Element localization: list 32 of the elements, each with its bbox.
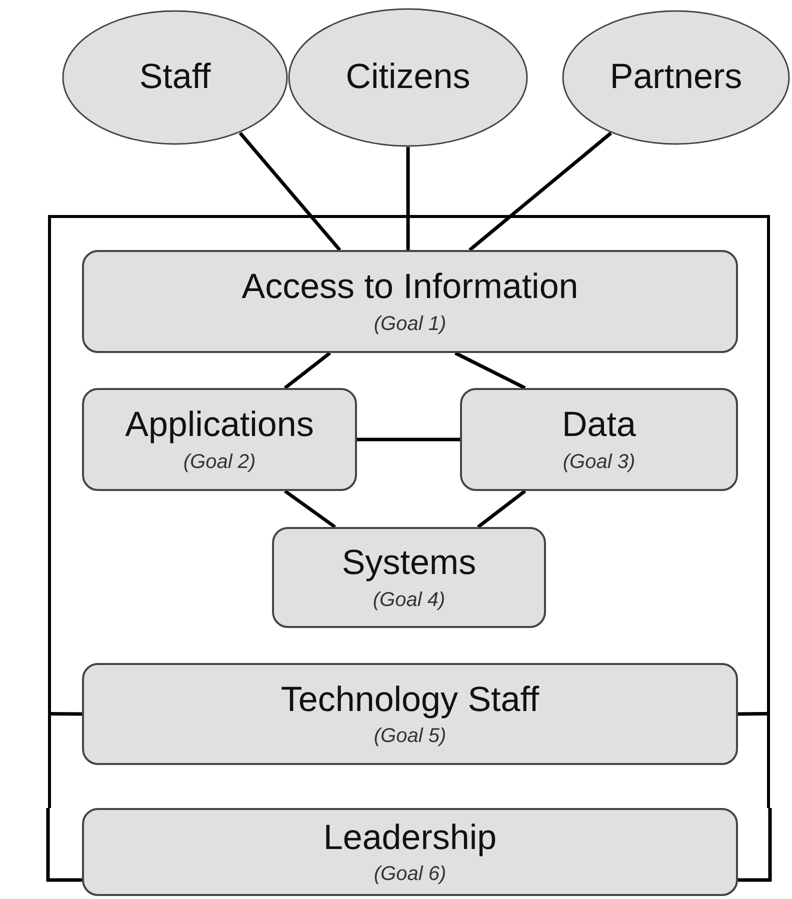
node-title: Access to Information bbox=[242, 268, 578, 307]
connector-line bbox=[46, 808, 82, 882]
goal-label: (Goal 2) bbox=[183, 450, 256, 473]
connector-line bbox=[406, 147, 410, 250]
connector-line bbox=[284, 352, 332, 390]
connector-line bbox=[468, 132, 612, 252]
node-title: Systems bbox=[342, 544, 476, 583]
goal-box bbox=[460, 388, 738, 491]
goal-box bbox=[82, 663, 738, 765]
connector-line bbox=[476, 490, 526, 528]
node-title: Partners bbox=[610, 58, 742, 97]
goal-box bbox=[82, 250, 738, 353]
goal-box bbox=[82, 808, 738, 896]
goal-label: (Goal 3) bbox=[562, 450, 636, 473]
node-title: Technology Staff bbox=[280, 680, 540, 720]
node-title: Data bbox=[562, 406, 636, 445]
connector-line bbox=[357, 438, 460, 442]
connector-line bbox=[238, 132, 342, 252]
connector-line bbox=[738, 808, 772, 882]
goal-box bbox=[82, 388, 357, 491]
node-title: Leadership bbox=[323, 818, 497, 858]
goal-label: (Goal 4) bbox=[372, 588, 446, 611]
node-title: Citizens bbox=[346, 58, 470, 97]
goal-label: (Goal 6) bbox=[374, 863, 446, 886]
frame-outline bbox=[48, 215, 770, 808]
node-title: Applications bbox=[125, 406, 314, 445]
node-title: Staff bbox=[139, 58, 211, 97]
goal-label: (Goal 5) bbox=[374, 725, 446, 748]
connector-line bbox=[454, 351, 526, 390]
connector-line bbox=[284, 490, 336, 528]
goal-label: (Goal 1) bbox=[374, 312, 446, 335]
goal-box bbox=[272, 527, 546, 628]
